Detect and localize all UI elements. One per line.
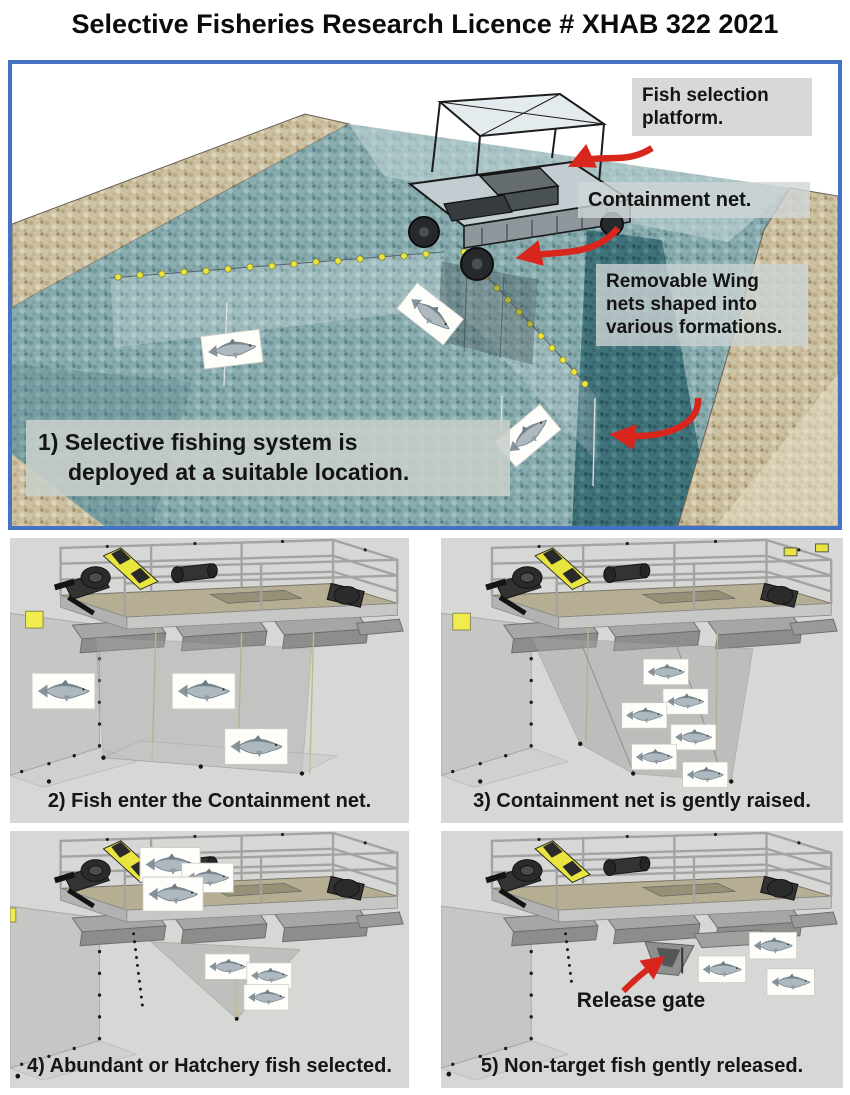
float-marker [452, 612, 471, 631]
panel-overview: Fish selection platform. Containment net… [8, 60, 842, 530]
label-release-gate: Release gate [576, 989, 706, 1012]
panel-step-2: 2) Fish enter the Containment net. [10, 538, 409, 823]
label-removable-wing-nets: Removable Wing nets shaped into various … [596, 264, 808, 346]
fishing-platform-illustration [407, 92, 633, 365]
overview-scene-illustration [12, 64, 838, 526]
caption-step-3: 3) Containment net is gently raised. [473, 790, 811, 812]
arrow-icon [621, 955, 666, 994]
arrow-icon [515, 225, 621, 266]
label-containment-net: Containment net. [578, 182, 810, 219]
fish-icon [31, 672, 96, 710]
arrow-icon [609, 397, 702, 450]
fish-icon [200, 328, 264, 370]
caption-step-4: 4) Abundant or Hatchery fish selected. [27, 1055, 392, 1077]
caption-step-1-line1: 1) Selective fishing system is [38, 429, 358, 455]
fish-icon [697, 955, 747, 984]
fish-icon [224, 728, 289, 766]
caption-step-5: 5) Non-target fish gently released. [480, 1055, 804, 1077]
page-title: Selective Fisheries Research Licence # X… [71, 9, 779, 39]
caption-step-1: 1) Selective fishing system is deployed … [26, 420, 510, 496]
panel-step-4: 4) Abundant or Hatchery fish selected. [10, 831, 409, 1088]
step-5-illustration [441, 831, 843, 1088]
float-marker [815, 543, 829, 553]
caption-step-2: 2) Fish enter the Containment net. [47, 790, 372, 812]
fish-icon [748, 931, 798, 960]
fish-icon [766, 968, 815, 996]
caption-step-1-line2: deployed at a suitable location. [68, 458, 410, 485]
fish-icon [621, 702, 668, 729]
fish-icon [670, 724, 717, 751]
step-4-illustration [10, 831, 409, 1088]
fish-icon [204, 953, 251, 980]
fish-icon [243, 984, 290, 1011]
panel-step-3: 3) Containment net is gently raised. [441, 538, 843, 823]
fish-icon [642, 658, 689, 685]
fish-icon [631, 743, 678, 771]
callout-arrows [515, 144, 702, 450]
float-marker [783, 547, 798, 557]
arrow-icon [568, 144, 654, 168]
float-marker [25, 610, 44, 629]
float-marker [10, 907, 17, 923]
step-2-illustration [10, 538, 409, 823]
fish-icon [171, 672, 236, 710]
label-fish-selection-platform: Fish selection platform. [632, 78, 812, 137]
fish-icon [662, 688, 709, 715]
fish-icon [682, 761, 729, 788]
step-3-illustration [441, 538, 843, 823]
panel-step-5: Release gate 5) Non-target fish gently r… [441, 831, 843, 1088]
fish-icon [142, 876, 204, 912]
